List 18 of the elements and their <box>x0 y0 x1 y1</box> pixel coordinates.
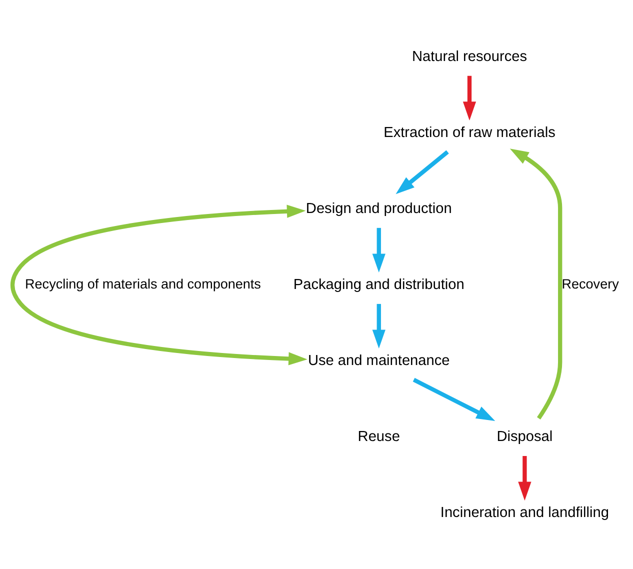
arrow <box>10 204 308 365</box>
node-text: Disposal <box>496 428 553 444</box>
node-text: Natural resources <box>412 48 528 64</box>
arrow <box>518 456 532 500</box>
node-text: Design and production <box>306 200 452 216</box>
arrow <box>412 377 496 421</box>
node-text: Packaging and distribution <box>293 276 464 292</box>
node-text: Incineration and landfilling <box>440 504 609 520</box>
edge-label: Recovery <box>562 276 619 292</box>
label: Reuse <box>358 428 400 444</box>
node-text: Extraction of raw materials <box>384 124 556 140</box>
node-text: Use and maintenance <box>308 352 450 368</box>
arrow <box>396 150 449 194</box>
arrow <box>372 303 386 348</box>
arrow <box>462 75 476 120</box>
edge-label: Recycling of materials and components <box>25 276 261 292</box>
arrow <box>372 227 386 272</box>
arrow <box>510 148 562 419</box>
